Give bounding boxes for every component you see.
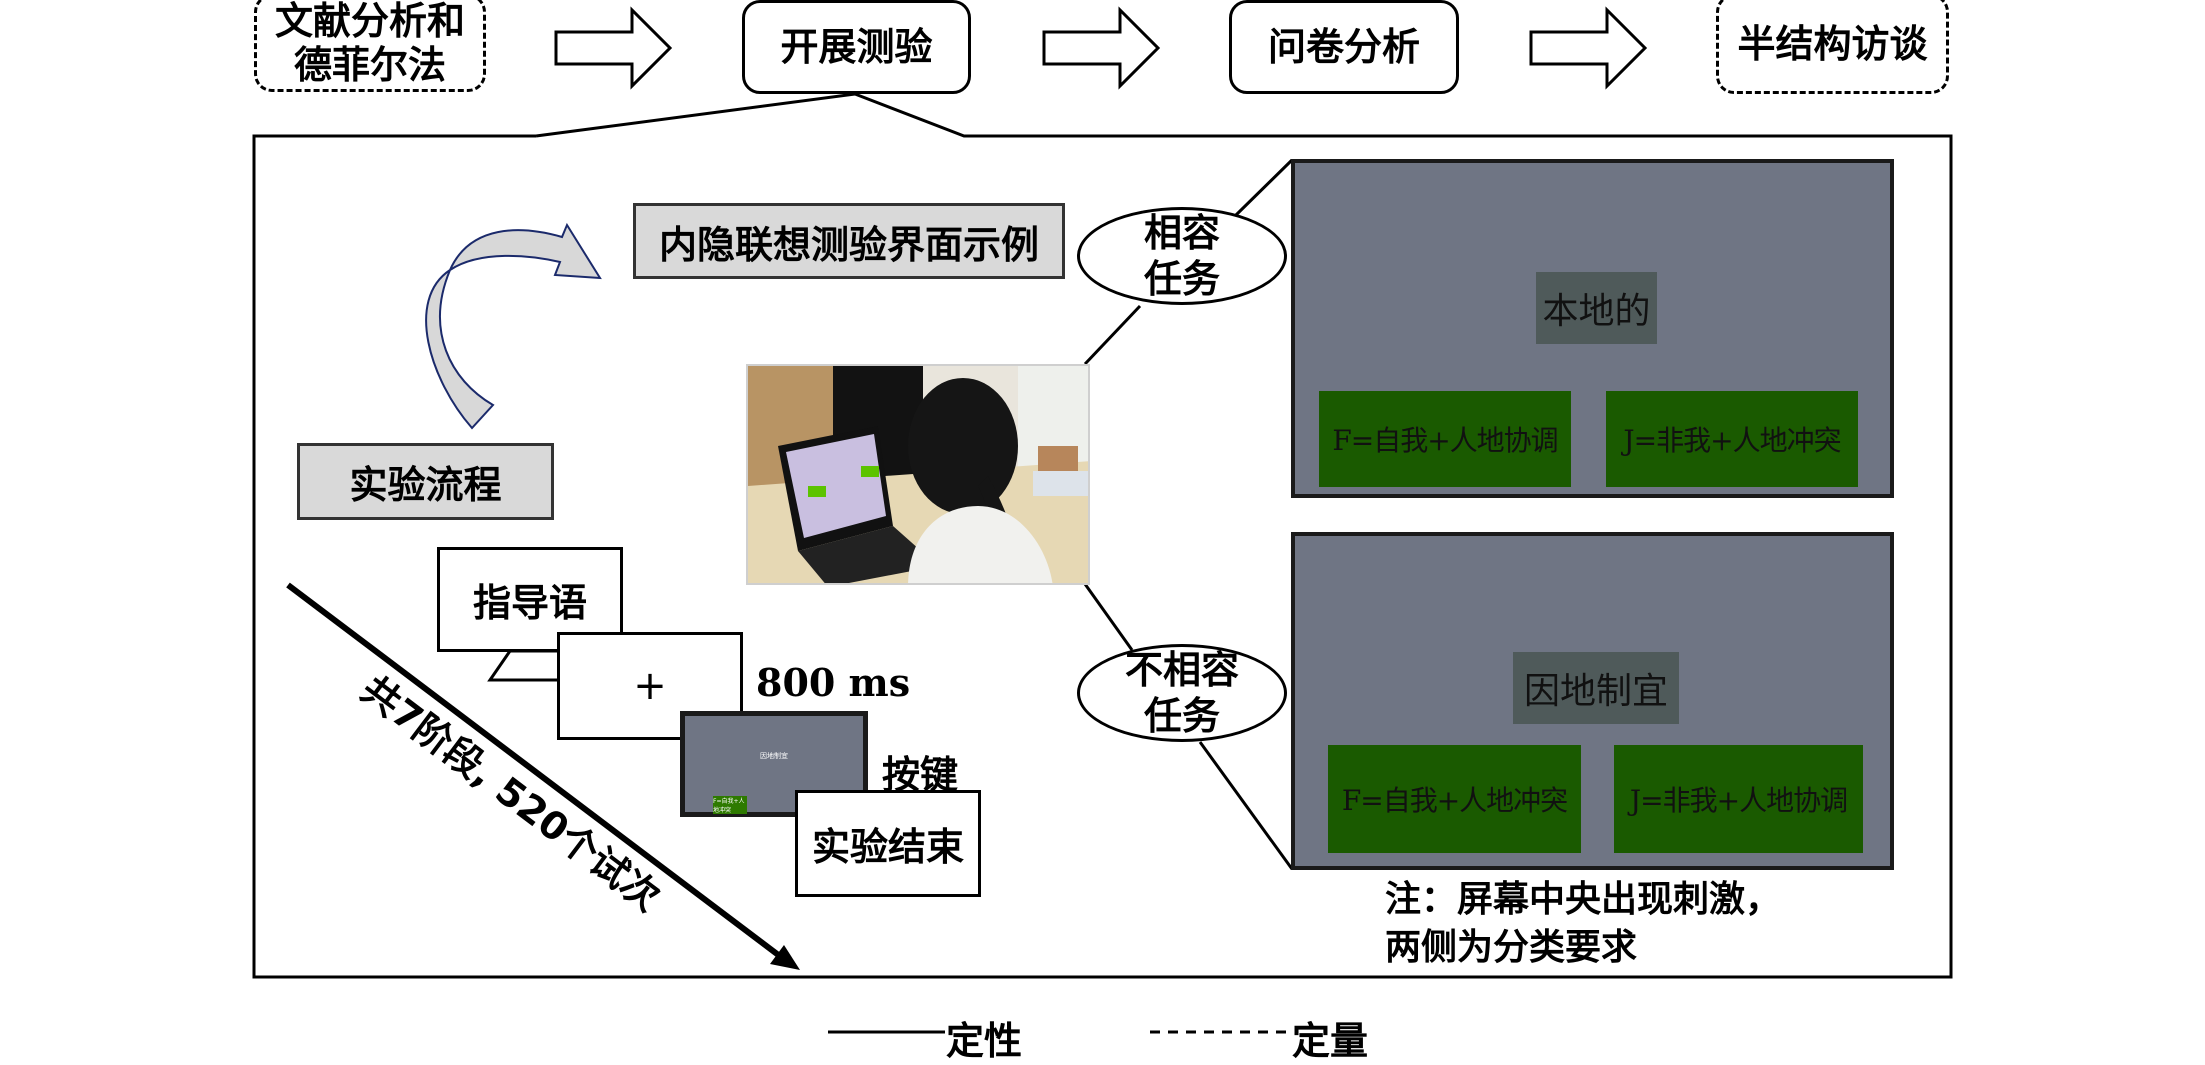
flow-arrow-1 — [554, 6, 673, 90]
legend-qualitative-label: 定性 — [946, 1019, 1023, 1063]
curved-arrow-icon — [425, 222, 602, 430]
procedure-label: 实验流程 — [297, 443, 554, 520]
photo-illustration — [748, 366, 1088, 583]
compatible-task-screen: 本地的 F=自我+人地协调 J=非我+人地冲突 — [1291, 159, 1894, 498]
flow-arrow-2 — [1042, 6, 1161, 90]
flow-step-label: 德菲尔法 — [293, 43, 446, 87]
compatible-task-text: 任务 — [1143, 257, 1220, 301]
stimulus-screen-text: 因地制宜 — [760, 751, 788, 760]
connector-line — [1083, 304, 1142, 366]
left-category-box: F=自我+人地协调 — [1319, 391, 1571, 487]
right-category-text: J=非我+人地冲突 — [1623, 424, 1841, 457]
legend-quantitative-label: 定量 — [1292, 1019, 1369, 1063]
instruction-text: 指导语 — [472, 581, 587, 625]
iat-example-label: 内隐联想测验界面示例 — [633, 203, 1065, 279]
fixation-duration-label: 800 ms — [756, 660, 911, 705]
flow-step-label: 问卷分析 — [1267, 25, 1420, 69]
flow-arrow-3 — [1529, 6, 1648, 90]
note-line: 注：屏幕中央出现刺激， — [1385, 879, 1782, 920]
right-category-box: J=非我+人地协调 — [1614, 745, 1863, 853]
flow-step-questionnaire: 问卷分析 — [1229, 0, 1459, 94]
end-screen: 实验结束 — [795, 790, 981, 897]
stimulus-screen: 因地制宜 F=自我+人地冲突 — [680, 711, 868, 817]
right-category-text: J=非我+人地协调 — [1629, 784, 1848, 817]
flow-step-literature-delphi: 文献分析和 德菲尔法 — [254, 0, 486, 92]
flow-step-label: 文献分析和 — [274, 0, 465, 43]
timeline-arrow — [286, 582, 787, 963]
connector-line — [1234, 158, 1294, 217]
participant-photo — [746, 364, 1090, 585]
iat-example-text: 内隐联想测验界面示例 — [658, 222, 1039, 267]
procedure-text: 实验流程 — [349, 463, 502, 507]
flow-step-conduct-test: 开展测验 — [742, 0, 971, 94]
compatible-task-ellipse: 相容 任务 — [1077, 207, 1287, 305]
detail-frame — [252, 92, 1953, 979]
incompatible-task-text: 任务 — [1143, 694, 1220, 738]
stimulus-word-text: 本地的 — [1542, 291, 1651, 332]
keypress-label: 按键 — [882, 753, 959, 797]
compatible-task-text: 相容 — [1143, 211, 1220, 255]
connector-line — [1083, 583, 1134, 651]
flow-step-label: 开展测验 — [780, 25, 933, 69]
end-screen-text: 实验结束 — [811, 825, 964, 869]
stimulus-word: 本地的 — [1536, 272, 1657, 344]
stimulus-word-text: 因地制宜 — [1523, 671, 1668, 712]
incompatible-task-ellipse: 不相容 任务 — [1077, 644, 1287, 742]
instruction-screen: 指导语 — [437, 547, 623, 652]
right-category-box: J=非我+人地冲突 — [1606, 391, 1858, 487]
left-key-text: F=自我+人地冲突 — [713, 798, 745, 814]
monitor-stand — [487, 649, 562, 682]
stimulus-screen-left-key: F=自我+人地冲突 — [713, 796, 747, 814]
fixation-cross: + — [633, 663, 667, 709]
incompatible-task-text: 不相容 — [1124, 648, 1239, 692]
stimulus-word: 因地制宜 — [1513, 652, 1679, 724]
flow-step-interview: 半结构访谈 — [1716, 0, 1949, 94]
note-line: 两侧为分类要求 — [1385, 927, 1638, 968]
left-category-text: F=自我+人地冲突 — [1341, 784, 1568, 817]
timeline-arrowhead-icon — [770, 945, 800, 970]
flow-step-label: 半结构访谈 — [1737, 22, 1928, 66]
note-text: 注：屏幕中央出现刺激， 两侧为分类要求 — [1385, 876, 1781, 972]
connector-line — [1198, 741, 1294, 870]
incompatible-task-screen: 因地制宜 F=自我+人地冲突 J=非我+人地协调 — [1291, 532, 1894, 870]
left-category-box: F=自我+人地冲突 — [1328, 745, 1581, 853]
left-category-text: F=自我+人地协调 — [1332, 424, 1558, 457]
